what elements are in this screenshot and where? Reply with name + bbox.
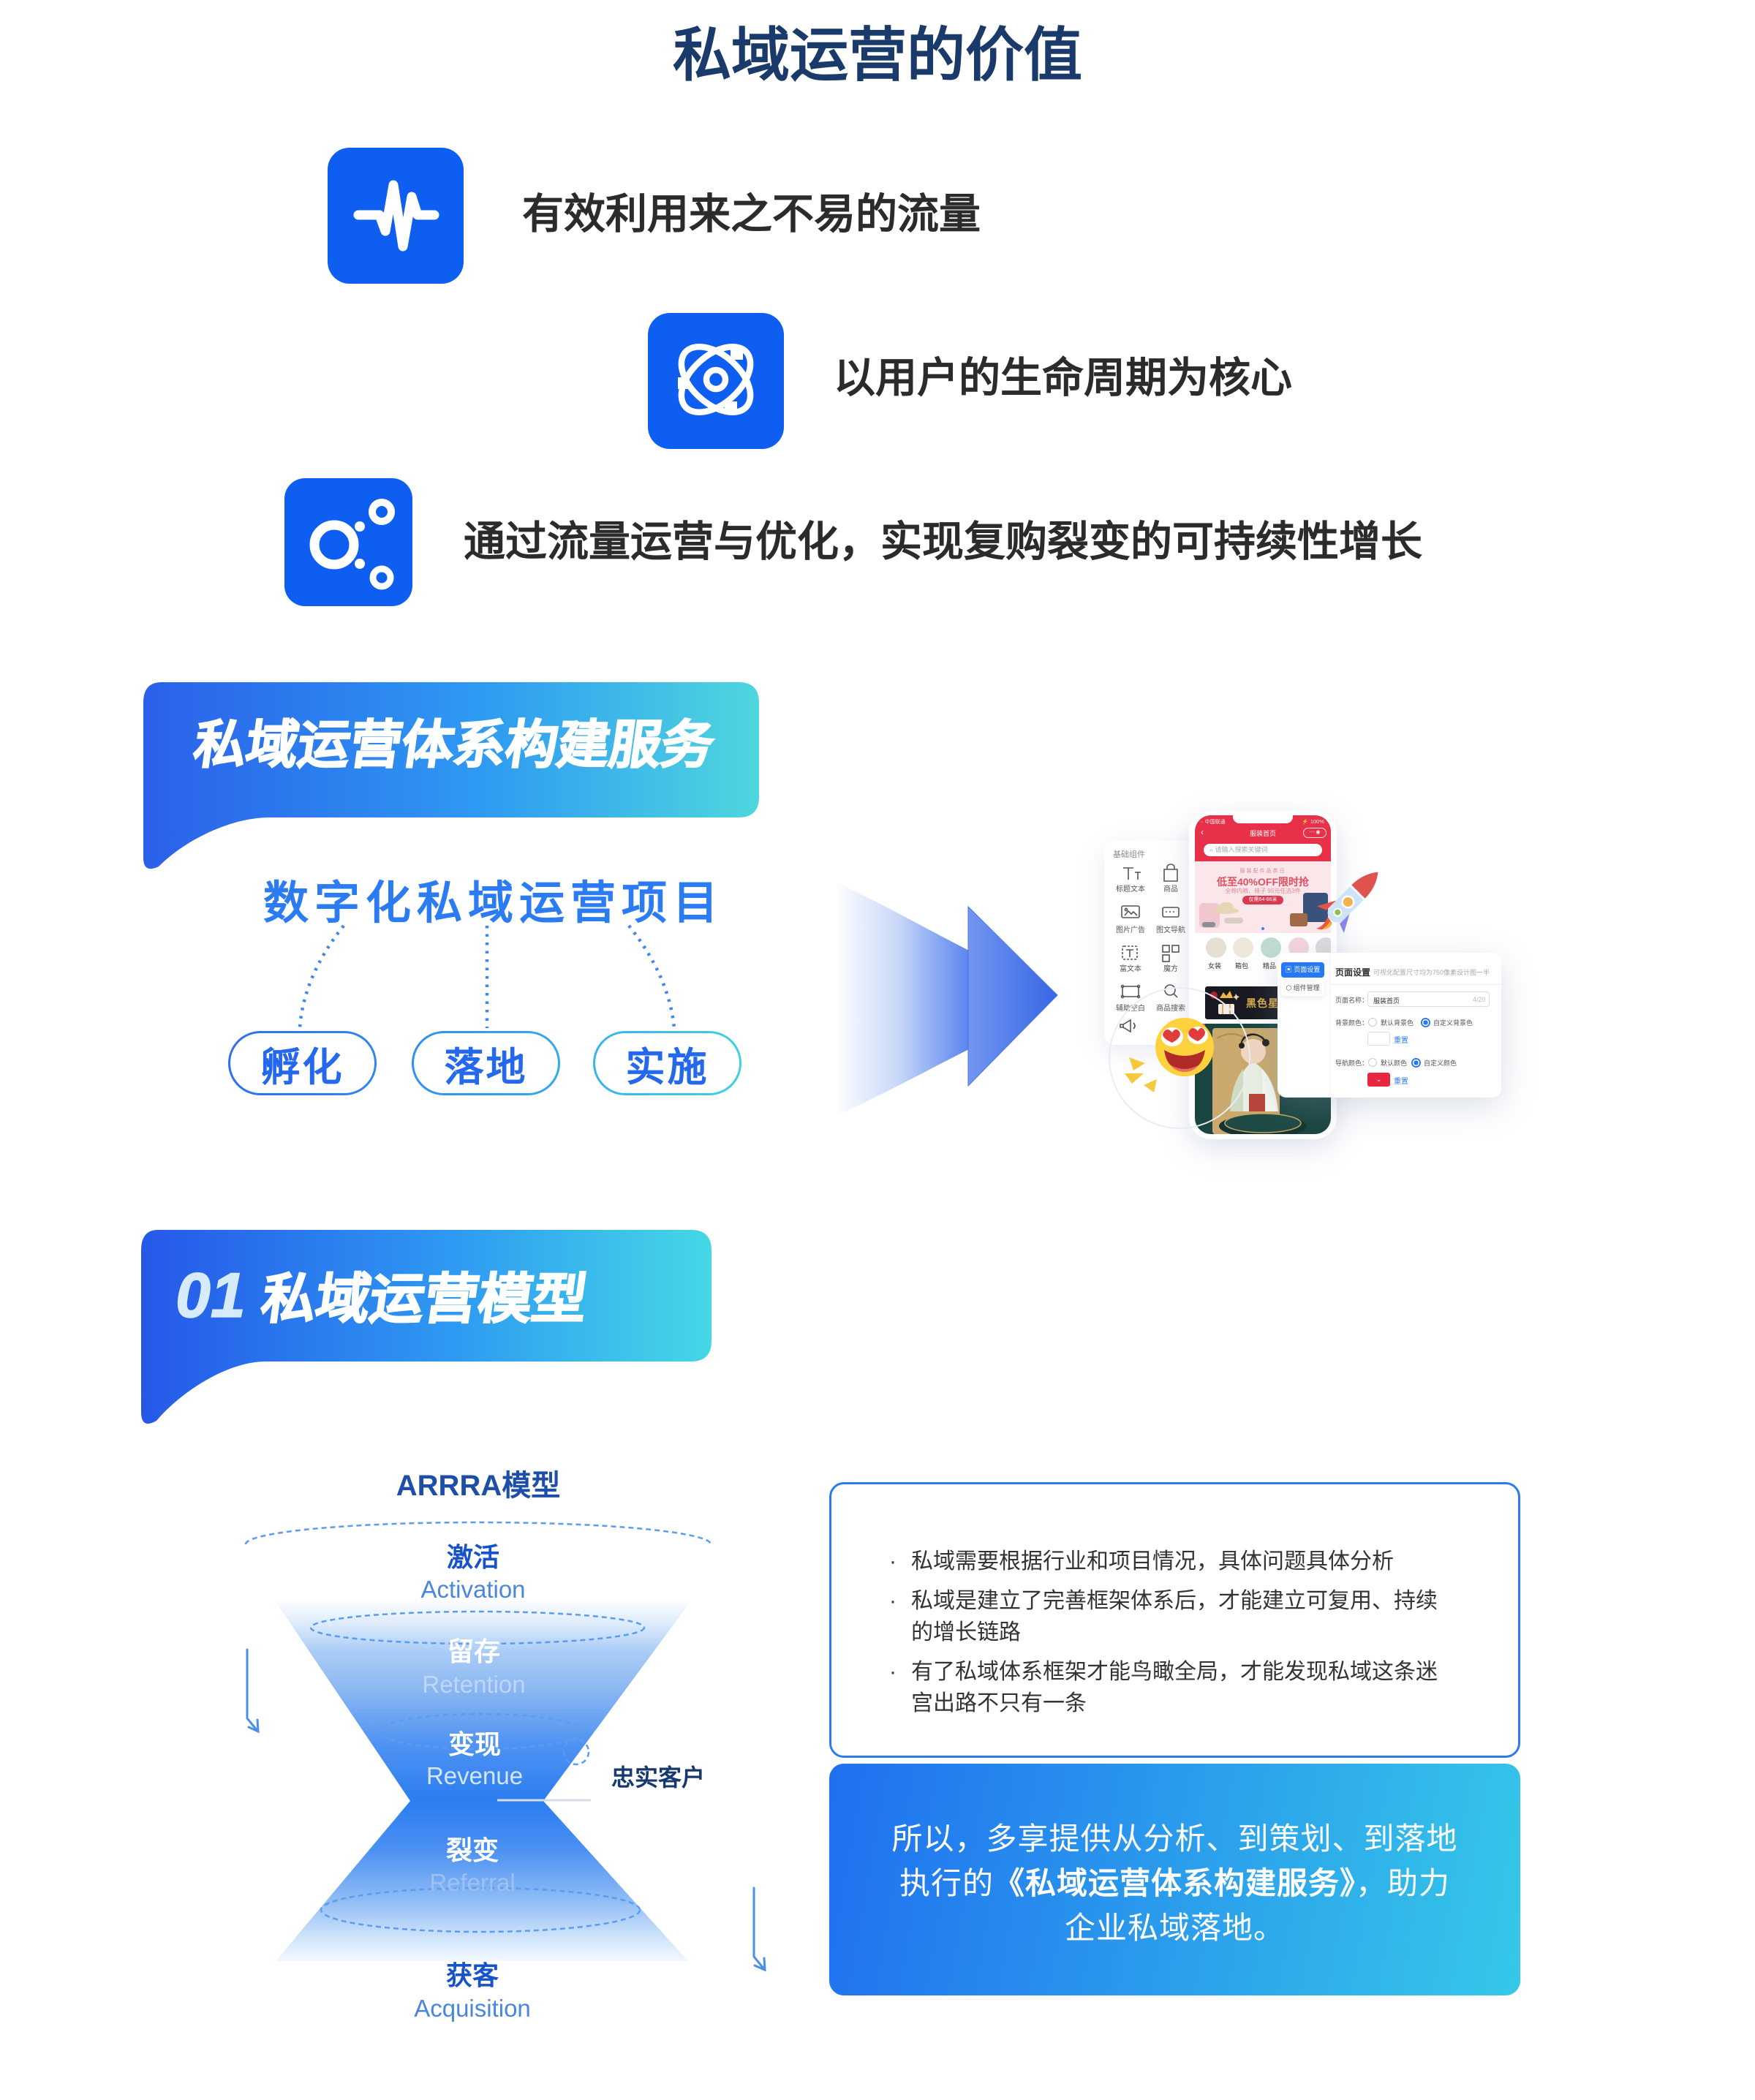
svg-text:私域运营体系构建服务: 私域运营体系构建服务 xyxy=(190,716,717,774)
svg-text:魔方: 魔方 xyxy=(1163,964,1178,973)
svg-text:商品: 商品 xyxy=(1163,884,1178,894)
svg-text:富文本: 富文本 xyxy=(1120,964,1141,973)
svg-text:标题文本: 标题文本 xyxy=(1116,884,1145,894)
svg-text:01: 01 xyxy=(176,1261,246,1331)
svg-text:私域运营模型: 私域运营模型 xyxy=(257,1269,591,1329)
svg-text:图文导航: 图文导航 xyxy=(1156,925,1185,934)
svg-text:图片广告: 图片广告 xyxy=(1116,925,1145,934)
